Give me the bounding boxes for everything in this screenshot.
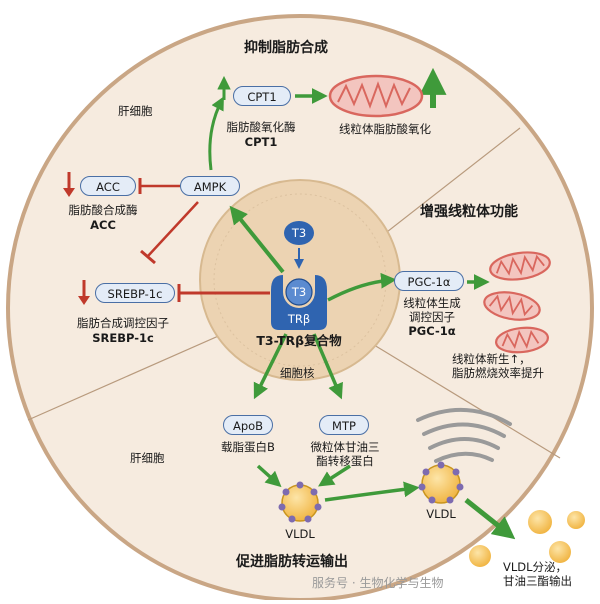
mtp-description-1: 微粒体甘油三 — [310, 440, 380, 454]
mitochondrion-shape — [489, 251, 551, 281]
t3-bound-shape — [285, 278, 313, 306]
node-mtp: MTP — [319, 415, 369, 435]
arrow-trbeta-to-ampk — [229, 205, 285, 274]
region-label-nucleus: 细胞核 — [280, 366, 315, 380]
mito-biogenesis-label-2: 脂肪燃烧效率提升 — [452, 366, 544, 380]
secreted-lipoprotein-shape — [528, 510, 552, 534]
arrow-apob-to-vldl — [256, 464, 282, 488]
vldl-secretion-label-2: 甘油三酯输出 — [503, 574, 572, 588]
mtp-description-2: 酯转移蛋白 — [316, 454, 374, 468]
vldl-particle-shape — [418, 461, 464, 504]
region-label-hepatocyte-top: 肝细胞 — [118, 104, 153, 118]
arrow-vldl-secretion — [464, 498, 516, 540]
inhibit-ampk-srebp — [147, 201, 199, 257]
vldl-secretion-label-1: VLDL分泌， — [503, 560, 568, 574]
title-enhance-mitochondria: 增强线粒体功能 — [420, 204, 518, 220]
region-label-hepatocyte-bottom: 肝细胞 — [130, 451, 165, 465]
down-arrow-srebp-head — [78, 296, 90, 305]
secreted-lipoprotein-shape — [469, 545, 491, 567]
mito-biogenesis-label-1: 线粒体新生↑， — [452, 352, 531, 366]
node-ampk: AMPK — [180, 176, 240, 196]
vldl-particle-shape — [278, 481, 322, 523]
acc-bold-label: ACC — [90, 218, 116, 232]
pgc-description-2: 调控因子 — [409, 310, 455, 324]
title-inhibit-lipogenesis: 抑制脂肪合成 — [244, 40, 328, 56]
apob-description: 载脂蛋白B — [221, 440, 275, 454]
mito-fa-oxidation-label: 线粒体脂肪酸氧化 — [339, 122, 431, 136]
arrow-trbeta-to-apob — [253, 333, 288, 400]
mitochondrion-shape — [495, 326, 549, 354]
node-pgc1a: PGC-1α — [394, 271, 464, 291]
golgi-er-shape — [416, 408, 512, 463]
cpt1-description: 脂肪酸氧化酶 — [226, 120, 296, 134]
t3-hormone-shape — [284, 221, 314, 245]
t3-bound-label: T3 — [291, 285, 307, 299]
complex-label: T3-TRβ复合物 — [256, 333, 342, 348]
vldl-outer-label: VLDL — [426, 507, 456, 521]
cpt1-bold-label: CPT1 — [244, 135, 278, 149]
arrow-ampk-to-cpt1 — [208, 96, 224, 171]
node-srebp1c: SREBP-1c — [95, 283, 175, 303]
mitochondrion-shape — [483, 291, 541, 321]
node-acc: ACC — [80, 176, 136, 196]
srebp-description: 脂肪合成调控因子 — [77, 316, 169, 330]
arrow-vldl-to-golgi — [324, 481, 420, 502]
mitochondrion-shape — [328, 74, 424, 118]
inhibit-bar-srebp-ampk — [140, 249, 156, 265]
srebp-bold-label: SREBP-1c — [92, 331, 154, 345]
secreted-lipoprotein-shape — [567, 511, 585, 529]
pgc-bold-label: PGC-1α — [408, 324, 456, 338]
trbeta-receptor-shape — [271, 275, 327, 330]
vldl-inner-label: VLDL — [285, 527, 315, 541]
t3-hormone-label: T3 — [291, 226, 307, 240]
arrow-trbeta-to-pgc — [327, 272, 397, 302]
pgc-description-1: 线粒体生成 — [403, 296, 461, 310]
node-apob: ApoB — [223, 415, 273, 435]
acc-description: 脂肪酸合成酶 — [68, 203, 138, 217]
node-cpt1: CPT1 — [233, 86, 291, 106]
secreted-lipoprotein-shape — [549, 541, 571, 563]
arrow-trbeta-to-mtp — [312, 333, 343, 400]
watermark: 服务号 · 生物化学与生物 — [312, 576, 444, 590]
trbeta-label: TRβ — [287, 312, 311, 326]
down-arrow-acc-head — [63, 188, 75, 197]
title-promote-lipid-export: 促进脂肪转运输出 — [236, 554, 348, 570]
arrow-mtp-to-vldl — [318, 464, 351, 487]
